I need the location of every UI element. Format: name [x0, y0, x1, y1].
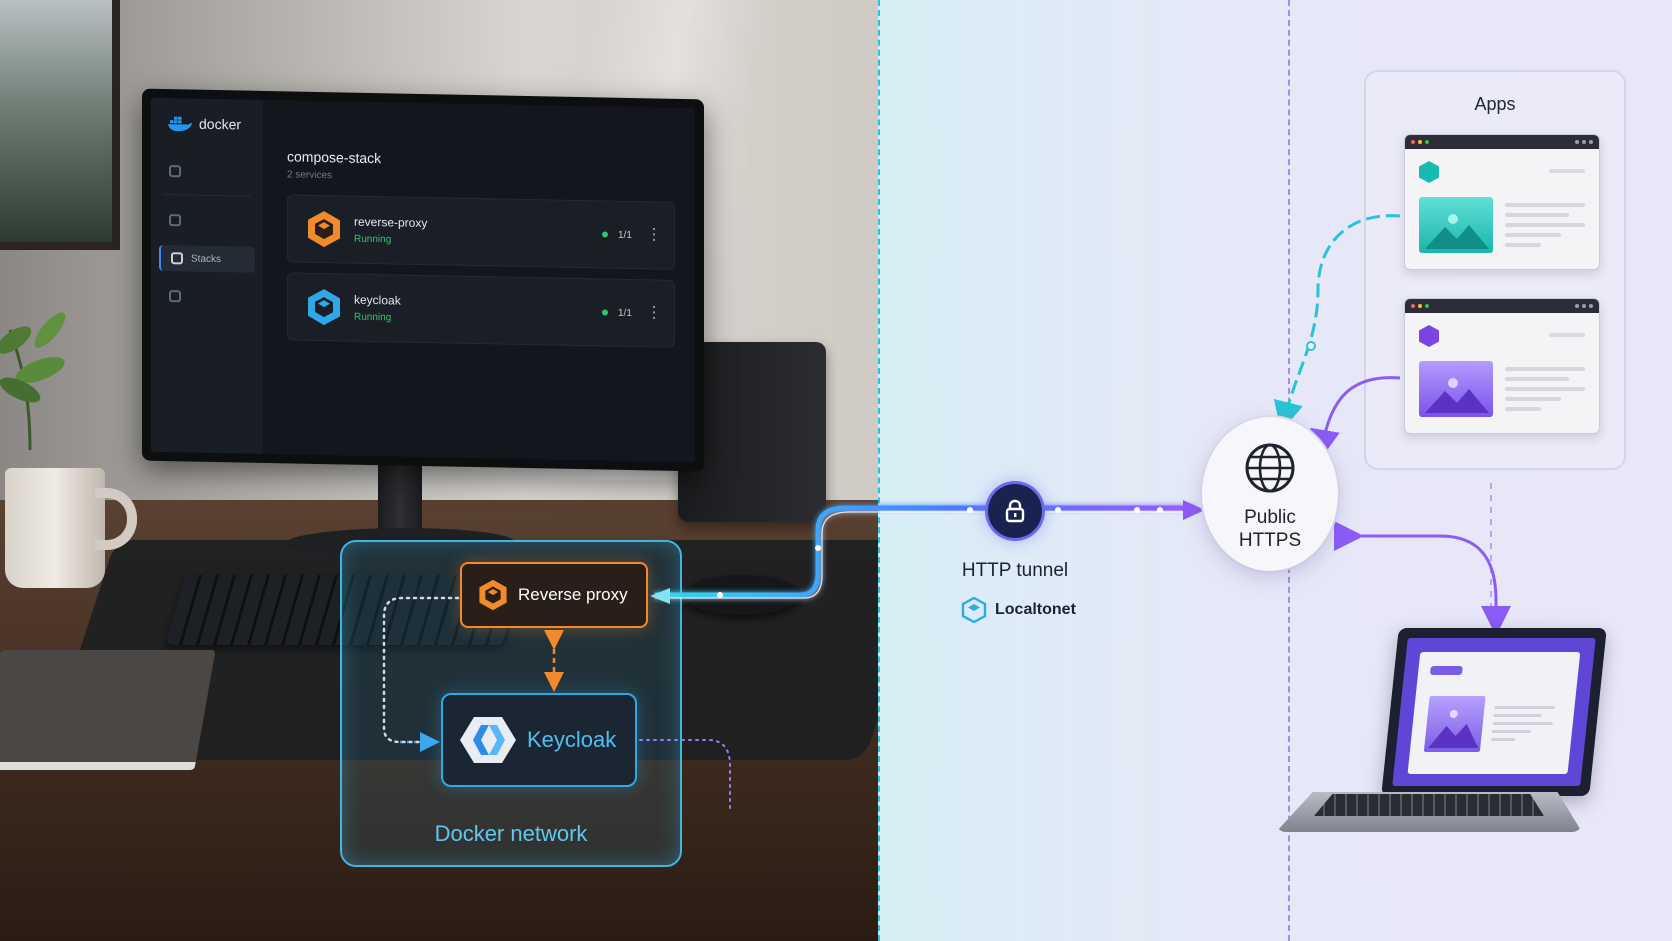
lock-icon	[1005, 499, 1025, 523]
image-icon	[1419, 361, 1493, 417]
status-dot	[602, 231, 608, 238]
hexagon-icon	[1419, 161, 1439, 183]
docker-logo: docker	[167, 114, 255, 134]
hexagon-box-icon	[169, 290, 181, 303]
hexagon-box-icon	[169, 214, 181, 227]
laptop-browser-window	[1407, 652, 1581, 774]
docker-network-label: Docker network	[434, 821, 588, 846]
notebook	[0, 650, 216, 770]
hexagon-box-icon	[169, 165, 181, 178]
tunnel-lock-node	[988, 484, 1042, 538]
placeholder-text-lines	[1505, 203, 1585, 253]
laptop-app-button	[1429, 666, 1463, 675]
image-icon	[1419, 197, 1493, 253]
plant-icon	[0, 312, 66, 450]
sidebar-item-1[interactable]	[159, 158, 255, 186]
service-info: reverse-proxy Running	[354, 215, 602, 250]
status-dot	[602, 309, 608, 316]
laptop-app-window	[1392, 638, 1596, 786]
reverse-proxy-label: Reverse proxy	[518, 585, 628, 604]
placeholder-text-lines	[1490, 706, 1555, 746]
divider-line-cyan	[878, 0, 880, 941]
service-status: Running	[354, 233, 392, 246]
localtonet-label: Localtonet	[995, 601, 1076, 618]
reverse-proxy-hex-icon	[479, 579, 507, 611]
sidebar-divider	[163, 194, 251, 197]
docker-sidebar: docker Stacks	[151, 97, 263, 454]
mug	[5, 468, 105, 588]
https-label: HTTPS	[1238, 530, 1302, 551]
service-row-keycloak[interactable]: keycloak Running 1/1 ⋮	[287, 272, 675, 348]
window-titlebar	[1405, 135, 1599, 149]
laptop-keyboard	[1314, 794, 1544, 816]
localtonet-brand: Localtonet	[961, 597, 1076, 623]
stack-subtitle: 2 services	[287, 169, 333, 182]
keycloak-logo-icon	[460, 717, 516, 763]
stack-title: compose-stack	[287, 148, 382, 167]
mug-handle	[95, 488, 137, 550]
globe-icon	[1245, 443, 1295, 493]
app-window-purple	[1404, 298, 1600, 434]
laptop-screen	[1381, 628, 1607, 796]
apps-title: Apps	[1474, 94, 1516, 114]
hexagon-icon	[1419, 325, 1439, 347]
more-options-icon[interactable]: ⋮	[646, 304, 662, 322]
keycloak-node: Keycloak	[441, 693, 637, 787]
hexagon-box-icon	[171, 252, 183, 265]
sidebar-item-label: Stacks	[191, 253, 222, 265]
public-https-node: Public HTTPS	[1202, 417, 1338, 571]
sidebar-item-4[interactable]	[159, 283, 255, 311]
service-status: Running	[354, 311, 392, 324]
http-tunnel-label: HTTP tunnel	[961, 560, 1069, 581]
app-window-teal	[1404, 134, 1600, 270]
docker-logo-text: docker	[199, 115, 242, 133]
placeholder-text-lines	[1505, 367, 1585, 417]
placeholder-line	[1549, 169, 1585, 173]
replica-count: 1/1	[618, 229, 632, 241]
service-name: reverse-proxy	[354, 214, 428, 231]
more-options-icon[interactable]: ⋮	[646, 226, 662, 244]
docker-whale-icon	[168, 116, 192, 132]
mouse	[683, 575, 801, 615]
apps-group: Apps	[1364, 70, 1626, 470]
image-icon	[1423, 696, 1486, 752]
public-label: Public	[1244, 507, 1296, 528]
keycloak-label: Keycloak	[527, 727, 617, 752]
service-name: keycloak	[354, 292, 401, 308]
docker-main: compose-stack 2 services reverse-proxy R…	[263, 100, 695, 462]
sidebar-item-stacks[interactable]: Stacks	[159, 244, 255, 273]
window-titlebar	[1405, 299, 1599, 313]
docker-desktop-window: docker Stacks compose-stack 2 services	[151, 97, 695, 463]
keycloak-hex-icon	[308, 289, 340, 326]
reverse-proxy-hex-icon	[308, 211, 340, 248]
localtonet-icon	[961, 597, 987, 623]
service-info: keycloak Running	[354, 293, 602, 328]
picture-frame	[0, 0, 120, 250]
replica-count: 1/1	[618, 307, 632, 319]
reverse-proxy-node: Reverse proxy	[460, 562, 648, 628]
monitor-stand	[378, 455, 422, 535]
sidebar-item-2[interactable]	[159, 207, 255, 235]
service-row-reverse-proxy[interactable]: reverse-proxy Running 1/1 ⋮	[287, 194, 675, 270]
placeholder-line	[1549, 333, 1585, 337]
monitor: docker Stacks compose-stack 2 services	[142, 88, 704, 472]
